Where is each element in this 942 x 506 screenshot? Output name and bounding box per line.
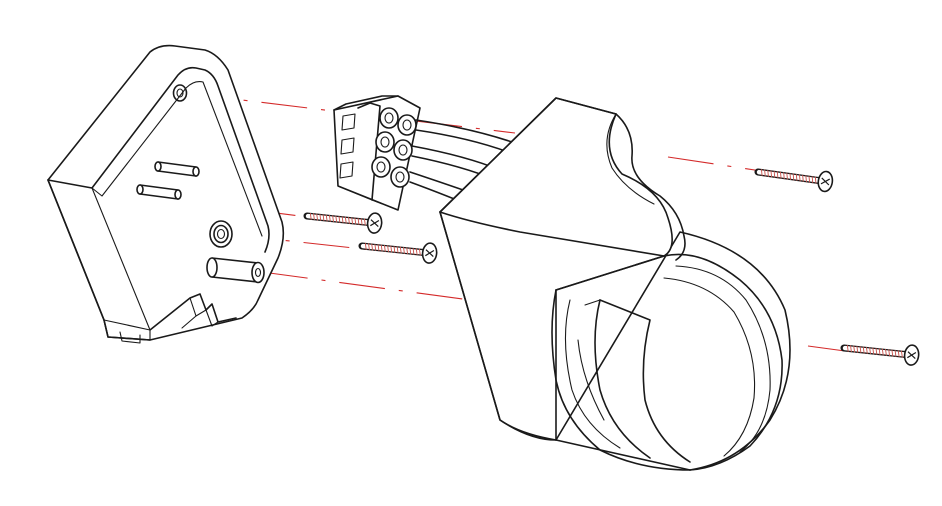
thread-tick xyxy=(770,170,773,178)
thread-tick xyxy=(387,245,389,253)
thread-tick xyxy=(396,246,399,254)
thread-tick xyxy=(357,217,360,225)
thread-tick xyxy=(351,217,354,225)
thread-tick xyxy=(850,345,852,353)
thread-tick xyxy=(332,215,334,223)
thread-tick xyxy=(313,213,315,221)
thread-tick xyxy=(779,171,782,179)
screw xyxy=(754,168,834,193)
thread-tick xyxy=(393,245,396,253)
terminal-block xyxy=(333,95,421,211)
thread-tick xyxy=(811,176,814,184)
thread-tick xyxy=(360,218,363,226)
guide-line xyxy=(807,345,846,352)
thread-tick xyxy=(415,248,418,256)
thread-tick xyxy=(891,349,894,357)
screw xyxy=(303,212,383,234)
screw-thread xyxy=(309,212,366,226)
thread-tick xyxy=(390,245,393,253)
screw xyxy=(840,344,920,366)
thread-tick xyxy=(760,169,763,176)
thread-tick xyxy=(862,346,865,354)
thread-tick xyxy=(856,345,859,353)
guide-line xyxy=(261,271,471,301)
thread-tick xyxy=(406,247,409,255)
thread-tick xyxy=(881,348,884,356)
thread-tick xyxy=(363,218,366,226)
thread-tick xyxy=(364,242,367,250)
locating-pin xyxy=(154,161,200,177)
thread-tick xyxy=(380,244,383,252)
thread-tick xyxy=(853,345,856,353)
thread-tick xyxy=(799,174,801,182)
thread-tick xyxy=(348,216,350,224)
screw-standoff xyxy=(206,257,265,284)
thread-tick xyxy=(319,213,322,221)
thread-tick xyxy=(808,175,811,183)
thread-tick xyxy=(872,347,875,355)
screw-thread xyxy=(846,344,903,358)
thread-tick xyxy=(875,347,878,355)
thread-tick xyxy=(789,173,792,180)
screw-thread xyxy=(760,169,817,184)
thread-tick xyxy=(418,248,421,256)
thread-tick xyxy=(399,246,402,254)
mounting-base-plate xyxy=(47,44,285,344)
thread-tick xyxy=(885,348,887,356)
thread-tick xyxy=(900,350,903,358)
terminal-slots xyxy=(339,113,356,179)
thread-tick xyxy=(344,216,347,224)
thread-tick xyxy=(805,175,807,183)
thread-tick xyxy=(776,171,779,179)
thread-tick xyxy=(773,170,776,178)
thread-tick xyxy=(325,214,328,222)
locating-pin xyxy=(136,184,182,200)
thread-tick xyxy=(894,349,897,357)
thread-tick xyxy=(338,215,341,223)
thread-tick xyxy=(897,350,900,358)
thread-tick xyxy=(783,172,785,180)
thread-tick xyxy=(869,347,871,355)
thread-tick xyxy=(322,214,325,222)
thread-tick xyxy=(792,173,795,181)
thread-tick xyxy=(814,176,817,184)
thread-tick xyxy=(368,243,370,251)
thread-tick xyxy=(846,344,849,352)
thread-tick xyxy=(859,346,862,354)
thread-tick xyxy=(309,212,312,220)
thread-tick xyxy=(403,246,405,254)
sensor-housing xyxy=(439,97,791,471)
thread-tick xyxy=(335,215,338,223)
thread-tick xyxy=(328,214,331,222)
thread-tick xyxy=(764,169,766,177)
thread-tick xyxy=(341,216,344,224)
screw xyxy=(358,242,438,264)
thread-tick xyxy=(786,172,788,180)
thread-tick xyxy=(767,169,769,177)
thread-tick xyxy=(865,346,868,354)
thread-tick xyxy=(374,243,377,251)
thread-tick xyxy=(316,213,319,221)
thread-tick xyxy=(802,174,804,182)
screw-thread xyxy=(364,242,421,256)
thread-tick xyxy=(409,247,412,255)
thread-tick xyxy=(371,243,374,251)
thread-tick xyxy=(412,247,415,255)
center-boss xyxy=(209,220,233,248)
terminal-barrels xyxy=(371,107,417,188)
thread-tick xyxy=(354,217,357,225)
thread-tick xyxy=(377,244,380,252)
thread-tick xyxy=(878,348,881,356)
thread-tick xyxy=(888,349,891,357)
thread-tick xyxy=(795,174,798,181)
thread-tick xyxy=(383,244,386,252)
guide-line xyxy=(667,156,769,173)
